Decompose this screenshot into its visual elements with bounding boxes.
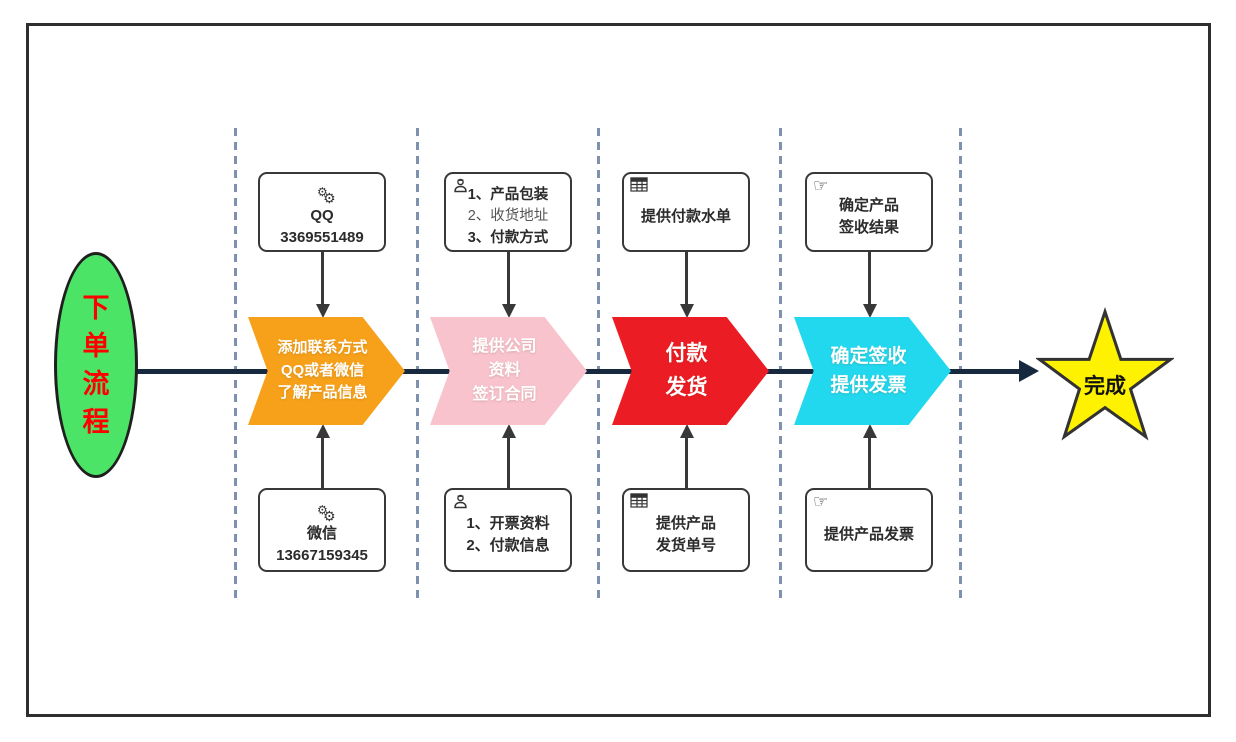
note-sign-result: ☞ 确定产品 签收结果: [805, 172, 933, 252]
connector-line: [507, 252, 510, 305]
note-line: 2、收货地址: [467, 208, 549, 225]
note-line: 2、付款信息: [466, 537, 550, 554]
table-icon: [630, 493, 648, 508]
arrow-up-icon: [501, 424, 516, 438]
note-line: 提供产品发票: [823, 525, 914, 543]
note-packaging-address-payment: 1、产品包装 2、收货地址 3、付款方式: [444, 172, 572, 252]
main-flow-arrowhead-icon: [1019, 360, 1039, 382]
arrow-down-icon: [501, 304, 516, 318]
note-line: 3369551489: [280, 229, 364, 246]
note-line: 签收结果: [838, 219, 899, 236]
finish-label-wrap: 完成: [1036, 306, 1174, 450]
step-label: 添加联系方式 QQ或者微信 了解产品信息: [277, 339, 368, 402]
lane-divider: [416, 128, 419, 602]
lane-divider: [959, 128, 962, 602]
start-node-label: 下 单 流 程: [82, 293, 110, 437]
note-line: 3、付款方式: [467, 229, 549, 246]
connector-line: [321, 252, 324, 305]
table-icon: [630, 177, 648, 192]
connector-line: [685, 438, 688, 488]
gears-icon: ⚙⚙: [317, 184, 336, 206]
connector-line: [507, 438, 510, 488]
note-line: 提供付款水单: [640, 207, 731, 225]
gears-icon: ⚙⚙: [317, 502, 336, 524]
star-shape: [1034, 306, 1176, 441]
person-icon: [452, 493, 469, 510]
note-shipping-number: 提供产品 发货单号: [622, 488, 750, 572]
note-line: 确定产品: [838, 196, 899, 214]
arrow-up-icon: [315, 424, 330, 438]
note-product-invoice: ☞ 提供产品发票: [805, 488, 933, 572]
connector-line: [868, 438, 871, 488]
pointing-hand-icon: ☞: [813, 492, 829, 511]
lane-divider: [597, 128, 600, 602]
note-wechat: ⚙⚙ 微信 13667159345: [258, 488, 386, 572]
finish-label: 完成: [1084, 375, 1126, 398]
step-label: 提供公司 资料 签订合同: [472, 338, 537, 403]
connector-line: [685, 252, 688, 305]
step-label: 确定签收 提供发票: [830, 345, 907, 396]
finish-star: [1034, 306, 1176, 450]
note-line: QQ: [310, 206, 334, 224]
pointing-hand-icon: ☞: [813, 176, 829, 195]
note-line: 微信: [306, 524, 337, 542]
arrow-down-icon: [862, 304, 877, 318]
note-payment-slip: 提供付款水单: [622, 172, 750, 252]
note-line: 1、产品包装: [467, 187, 549, 204]
arrow-down-icon: [315, 304, 330, 318]
connector-line: [868, 252, 871, 305]
lane-divider: [234, 128, 237, 602]
lane-divider: [779, 128, 782, 602]
person-icon: [452, 177, 469, 194]
arrow-up-icon: [679, 424, 694, 438]
note-line: 13667159345: [276, 547, 368, 564]
arrow-down-icon: [679, 304, 694, 318]
note-line: 1、开票资料: [466, 514, 550, 532]
note-line: 提供产品: [655, 514, 716, 532]
start-node: 下 单 流 程: [54, 252, 138, 478]
connector-line: [321, 438, 324, 488]
note-invoice-payment-info: 1、开票资料 2、付款信息: [444, 488, 572, 572]
step-label: 付款 发货: [665, 342, 708, 399]
note-line: 发货单号: [655, 537, 716, 554]
note-qq: ⚙⚙ QQ 3369551489: [258, 172, 386, 252]
arrow-up-icon: [862, 424, 877, 438]
